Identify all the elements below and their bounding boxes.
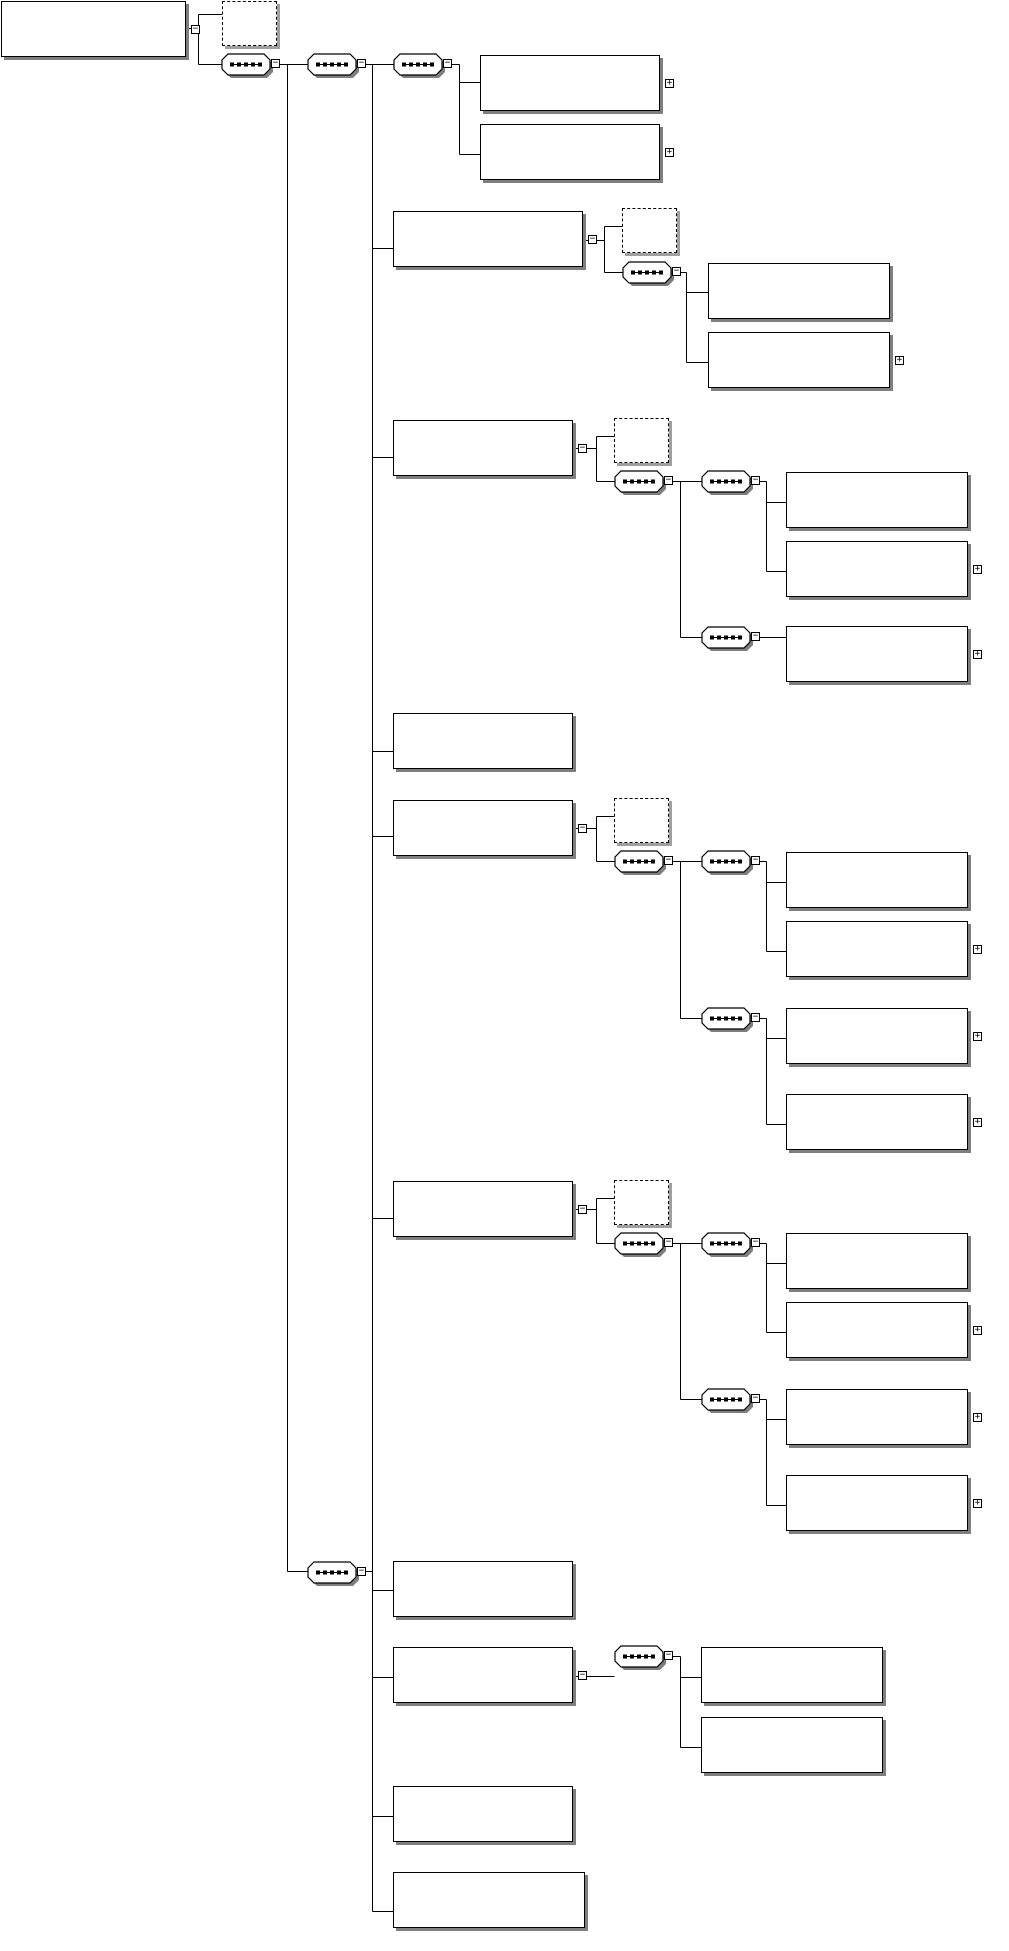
collapse-icon[interactable]: − xyxy=(664,1650,673,1660)
collapse-icon[interactable]: − xyxy=(588,234,597,244)
element-finalRateRounding[interactable] xyxy=(393,1647,573,1703)
collapse-icon[interactable]: − xyxy=(191,24,200,34)
element-ss-initialValue[interactable] xyxy=(786,472,968,528)
sequence-compositor-icon[interactable] xyxy=(700,470,760,496)
collapse-icon[interactable]: − xyxy=(751,1012,760,1022)
element-capRateSchedule[interactable] xyxy=(393,800,573,856)
sequence-compositor-icon[interactable] xyxy=(700,850,760,876)
collapse-icon[interactable]: − xyxy=(664,855,673,865)
attribute-floor-id[interactable] xyxy=(614,1180,669,1225)
sequence-compositor-icon[interactable] xyxy=(700,1007,760,1033)
collapse-icon[interactable]: − xyxy=(751,475,760,485)
collapse-icon[interactable]: − xyxy=(357,58,366,68)
sequence-compositor-icon[interactable] xyxy=(621,261,681,287)
expand-icon[interactable]: + xyxy=(973,649,982,659)
sequence-compositor-icon[interactable] xyxy=(700,626,760,652)
collapse-icon[interactable]: − xyxy=(578,823,587,833)
attribute-cap-id[interactable] xyxy=(614,798,669,843)
attribute-frms-id[interactable] xyxy=(622,208,677,253)
sequence-compositor-icon[interactable] xyxy=(392,53,452,79)
element-ss-type[interactable] xyxy=(786,626,968,682)
collapse-icon[interactable]: − xyxy=(751,855,760,865)
expand-icon[interactable]: + xyxy=(895,355,904,365)
expand-icon[interactable]: + xyxy=(973,564,982,574)
collapse-icon[interactable]: − xyxy=(672,266,681,276)
element-floatingRateMultiplierSchedule[interactable] xyxy=(393,211,583,267)
element-cap-seller[interactable] xyxy=(786,1094,968,1150)
collapse-icon[interactable]: − xyxy=(271,58,280,68)
element-root[interactable] xyxy=(1,1,186,57)
element-cap-step[interactable] xyxy=(786,921,968,977)
attribute-ss-id[interactable] xyxy=(614,418,669,463)
element-indexTenor[interactable] xyxy=(480,124,660,180)
collapse-icon[interactable]: − xyxy=(357,1566,366,1576)
expand-icon[interactable]: + xyxy=(665,78,674,88)
expand-icon[interactable]: + xyxy=(665,147,674,157)
element-cap-buyer[interactable] xyxy=(786,1008,968,1064)
element-floatingRateIndex[interactable] xyxy=(480,55,660,111)
expand-icon[interactable]: + xyxy=(973,1117,982,1127)
expand-icon[interactable]: + xyxy=(973,944,982,954)
element-precision[interactable] xyxy=(701,1717,883,1773)
sequence-compositor-icon[interactable] xyxy=(700,1388,760,1414)
collapse-icon[interactable]: − xyxy=(578,1670,587,1680)
element-floor-initialValue[interactable] xyxy=(786,1233,968,1289)
collapse-icon[interactable]: − xyxy=(578,443,587,453)
collapse-icon[interactable]: − xyxy=(751,1237,760,1247)
element-ss-step[interactable] xyxy=(786,541,968,597)
element-roundingDirection[interactable] xyxy=(701,1647,883,1703)
element-rateTreatment[interactable] xyxy=(393,713,573,769)
element-floorRateSchedule[interactable] xyxy=(393,1181,573,1237)
collapse-icon[interactable]: − xyxy=(578,1204,587,1214)
sequence-compositor-icon[interactable] xyxy=(306,1561,366,1587)
collapse-icon[interactable]: − xyxy=(664,1237,673,1247)
element-frms-step[interactable] xyxy=(708,332,890,388)
element-floor-buyer[interactable] xyxy=(786,1389,968,1445)
expand-icon[interactable]: + xyxy=(973,1498,982,1508)
element-initialRate[interactable] xyxy=(393,1561,573,1617)
collapse-icon[interactable]: − xyxy=(751,1393,760,1403)
element-negativeInterestRateTreatment[interactable] xyxy=(393,1872,585,1928)
element-averagingMethod[interactable] xyxy=(393,1786,573,1842)
collapse-icon[interactable]: − xyxy=(751,631,760,641)
attribute-root-id[interactable] xyxy=(222,1,277,46)
expand-icon[interactable]: + xyxy=(973,1325,982,1335)
sequence-compositor-icon[interactable] xyxy=(700,1232,760,1258)
sequence-compositor-icon[interactable] xyxy=(613,1645,673,1671)
expand-icon[interactable]: + xyxy=(973,1031,982,1041)
element-floor-seller[interactable] xyxy=(786,1475,968,1531)
sequence-compositor-icon[interactable] xyxy=(306,53,366,79)
sequence-compositor-icon[interactable] xyxy=(613,470,673,496)
element-cap-initialValue[interactable] xyxy=(786,852,968,908)
expand-icon[interactable]: + xyxy=(973,1412,982,1422)
element-floor-step[interactable] xyxy=(786,1302,968,1358)
sequence-compositor-icon[interactable] xyxy=(613,1232,673,1258)
sequence-compositor-icon[interactable] xyxy=(220,53,280,79)
element-spreadSchedule[interactable] xyxy=(393,420,573,476)
collapse-icon[interactable]: − xyxy=(664,475,673,485)
sequence-compositor-icon[interactable] xyxy=(613,850,673,876)
collapse-icon[interactable]: − xyxy=(443,58,452,68)
element-frms-initialValue[interactable] xyxy=(708,263,890,319)
